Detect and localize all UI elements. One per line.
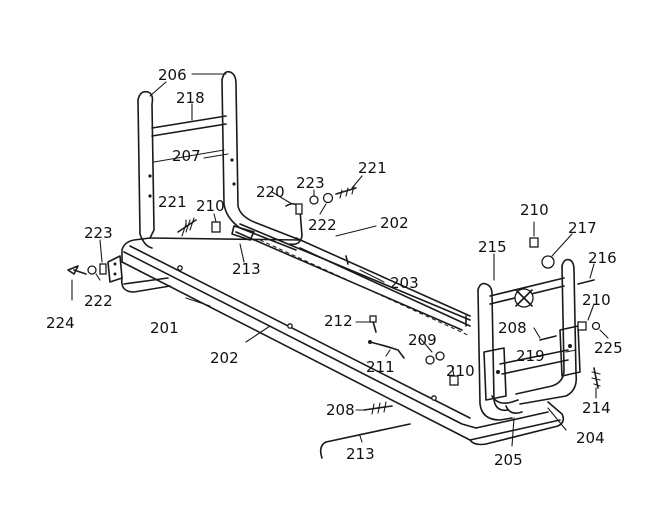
- callout-223-top: 223: [296, 174, 325, 192]
- callout-214: 214: [582, 399, 611, 417]
- callout-212: 212: [324, 312, 353, 330]
- callout-210-top: 210: [196, 197, 225, 215]
- callout-210-right: 210: [582, 291, 611, 309]
- callout-204: 204: [576, 429, 605, 447]
- end-frame: [477, 258, 581, 421]
- callout-218: 218: [176, 89, 205, 107]
- callout-223-left: 223: [84, 224, 113, 242]
- callout-216: 216: [588, 249, 617, 267]
- callout-211: 211: [366, 358, 395, 376]
- callout-208-bottom: 208: [326, 401, 355, 419]
- leader-lines: [71, 73, 609, 447]
- callout-221-right: 221: [358, 159, 387, 177]
- back-frame: [137, 70, 301, 251]
- callout-221-left: 221: [158, 193, 187, 211]
- callout-202-front: 202: [210, 349, 239, 367]
- callout-205: 205: [494, 451, 523, 469]
- callout-202-back: 202: [380, 214, 409, 232]
- back-rail: [259, 237, 471, 337]
- callout-222-left: 222: [84, 292, 113, 310]
- callout-213-top: 213: [232, 260, 261, 278]
- callout-224: 224: [46, 314, 75, 332]
- callout-219: 219: [516, 347, 545, 365]
- callout-225: 225: [594, 339, 623, 357]
- callout-222-top: 222: [308, 216, 337, 234]
- base-frame: [120, 223, 565, 446]
- callout-207: 207: [172, 147, 201, 165]
- callout-213-bottom: 213: [346, 445, 375, 463]
- hardware: [67, 185, 601, 459]
- callout-206: 206: [158, 66, 187, 84]
- callout-201: 201: [150, 319, 179, 337]
- callout-210-right-top: 210: [520, 201, 549, 219]
- callout-210-mid: 210: [446, 362, 475, 380]
- callout-220: 220: [256, 183, 285, 201]
- callout-209: 209: [408, 331, 437, 349]
- callout-208-right: 208: [498, 319, 527, 337]
- callout-215: 215: [478, 238, 507, 256]
- callout-217: 217: [568, 219, 597, 237]
- callout-203: 203: [390, 274, 419, 292]
- callouts: 206 218 207 221 210 213 220 223 221 222 …: [46, 66, 623, 469]
